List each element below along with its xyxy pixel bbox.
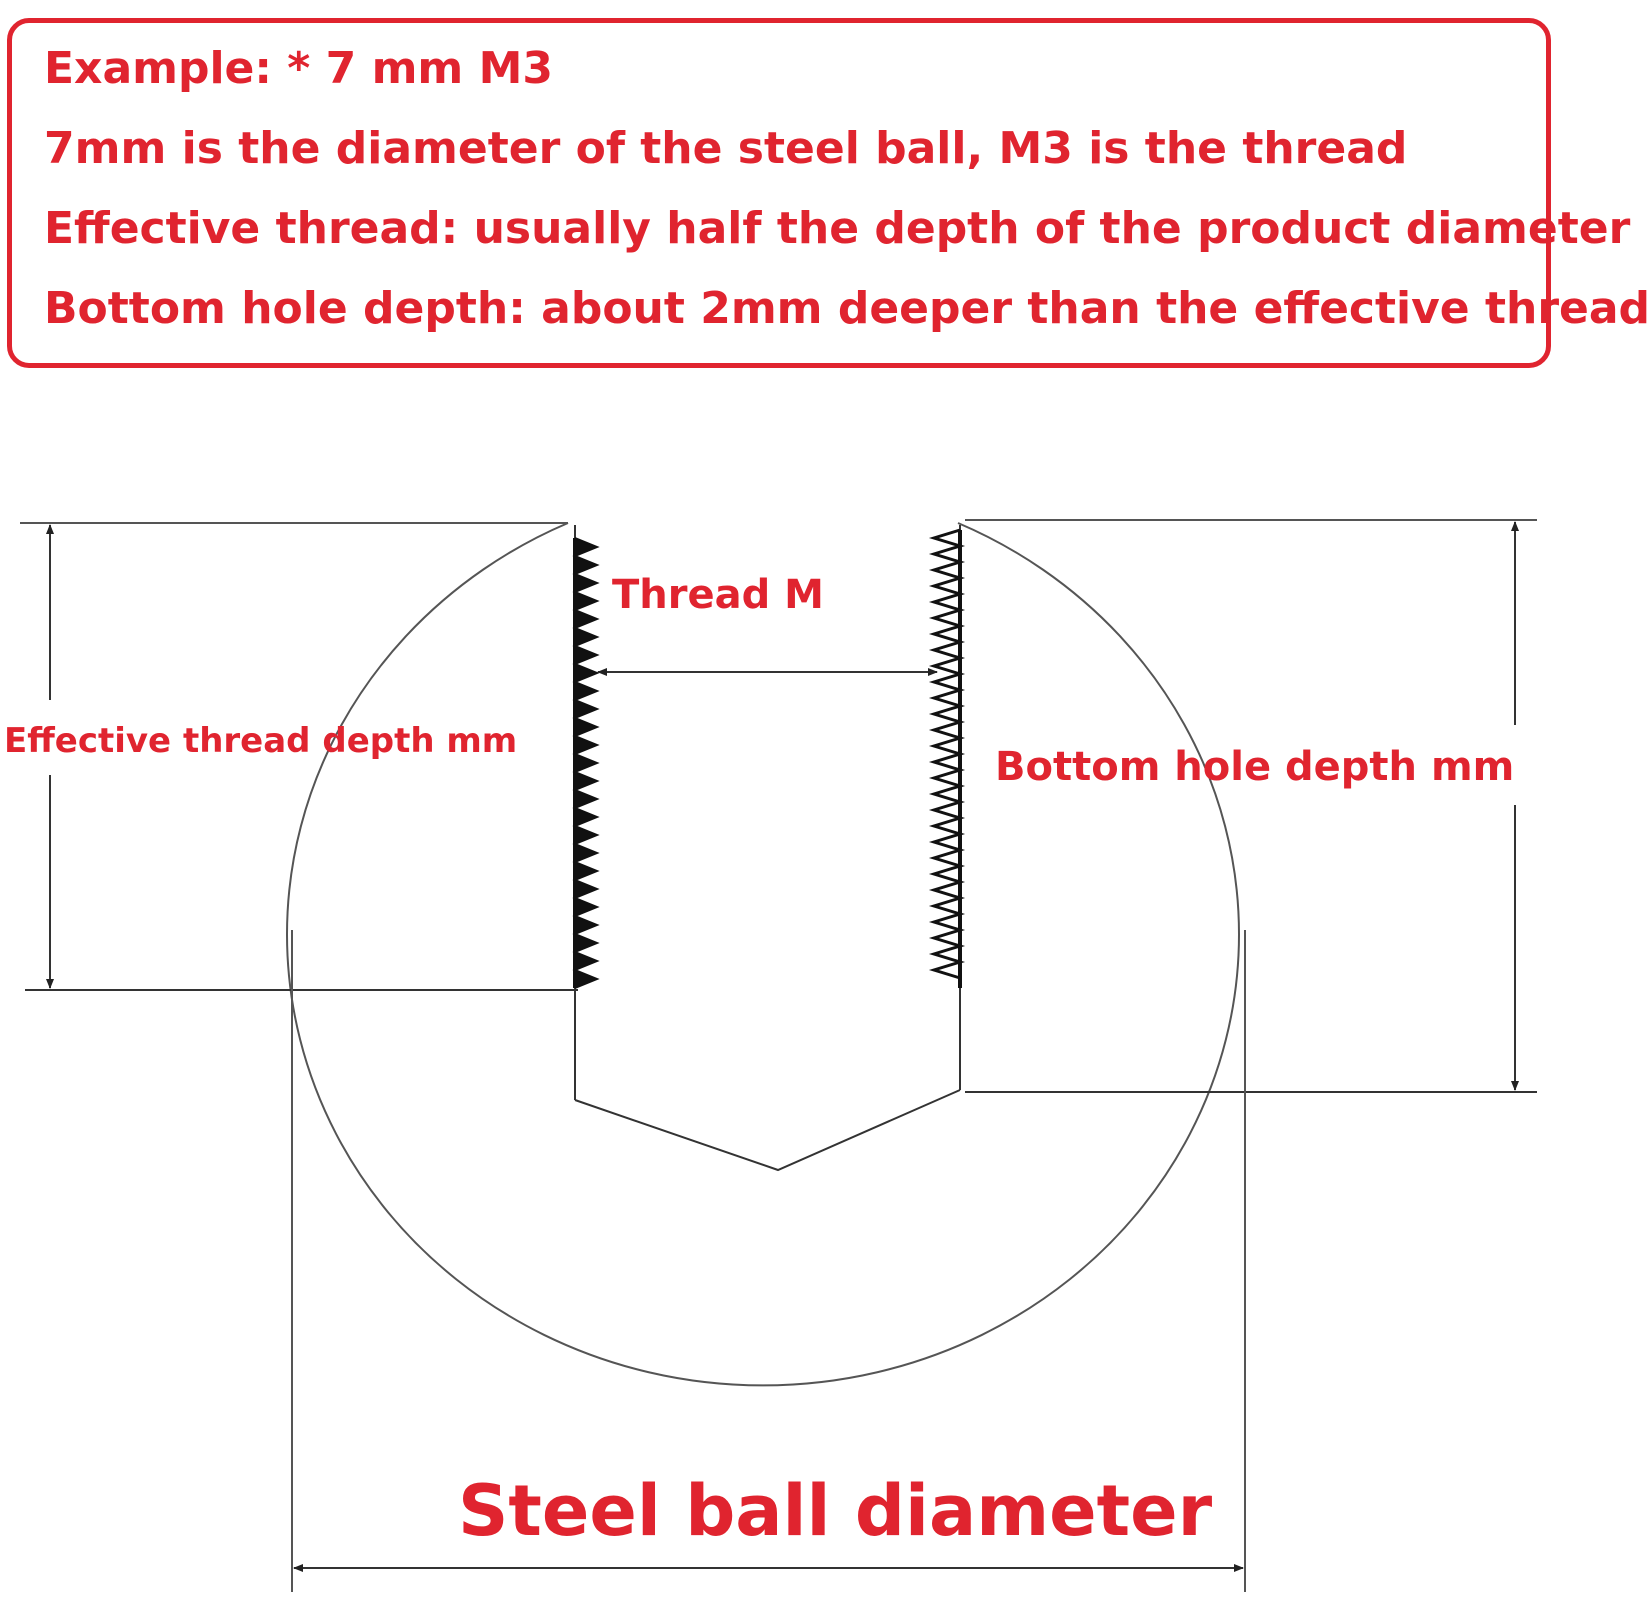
steel-ball-diagram: Thread M Effective thread depth mm Botto… (4, 519, 1537, 1592)
note-bottom-hole: Bottom hole depth: about 2mm deeper than… (44, 283, 1650, 334)
thread-label: Thread M (612, 572, 824, 618)
thread-teeth-right (928, 528, 966, 988)
ball-outline (286, 522, 1240, 1387)
note-example: Example: * 7 mm M3 (44, 43, 553, 94)
note-diameter-thread: 7mm is the diameter of the steel ball, M… (44, 123, 1408, 174)
thread-teeth-left (572, 537, 600, 989)
ball-diameter-label: Steel ball diameter (458, 1470, 1213, 1552)
note-effective-thread: Effective thread: usually half the depth… (44, 203, 1631, 254)
effective-depth-label: Effective thread depth mm (4, 721, 517, 761)
drill-point-bottom (574, 1089, 961, 1172)
notes-panel: Example: * 7 mm M3 7mm is the diameter o… (7, 18, 1650, 368)
bottom-hole-label: Bottom hole depth mm (995, 744, 1514, 790)
